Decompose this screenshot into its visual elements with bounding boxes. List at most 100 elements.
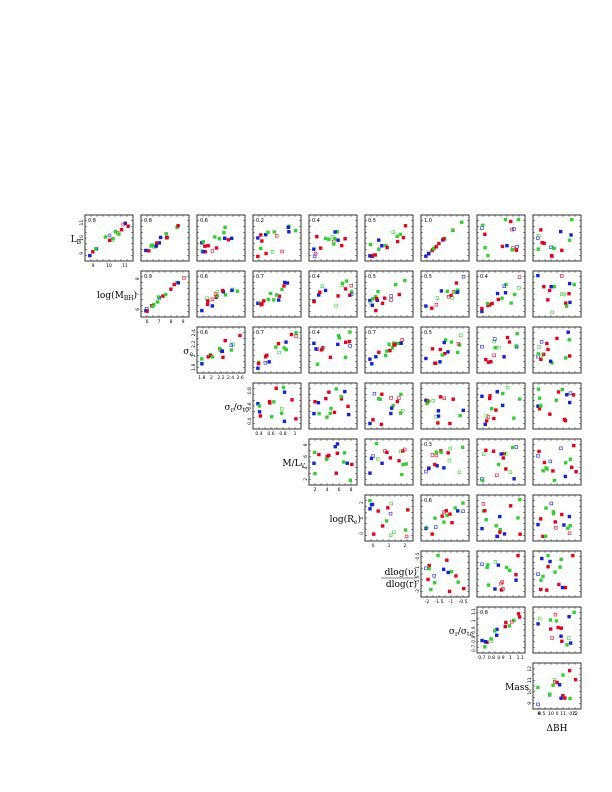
data-point: [554, 526, 558, 530]
panel-r4-c5: [364, 438, 414, 486]
data-point: [554, 619, 559, 623]
data-point: [282, 419, 287, 424]
data-point: [501, 456, 505, 460]
data-point: [536, 454, 540, 458]
data-point: [325, 454, 329, 459]
data-point: [235, 289, 240, 293]
data-point: [147, 249, 151, 253]
data-point: [333, 445, 337, 449]
data-point: [425, 398, 430, 403]
data-point: [481, 478, 485, 483]
data-point: [438, 360, 442, 364]
x-tick-label: 9: [92, 263, 95, 269]
data-point: [434, 245, 438, 249]
data-point: [481, 223, 485, 228]
y-tick-label: 2.4: [191, 329, 197, 336]
data-point: [313, 471, 317, 476]
label-denominator: dlog(r): [386, 579, 417, 590]
x-tick-label: 2.6: [237, 375, 244, 381]
panel-frame: [532, 662, 582, 710]
data-point: [567, 238, 572, 242]
data-point: [442, 466, 446, 470]
data-point: [434, 453, 439, 458]
data-point: [517, 615, 522, 619]
data-point: [560, 585, 565, 590]
data-point: [424, 526, 428, 531]
data-point: [117, 232, 121, 236]
data-point: [480, 344, 484, 349]
data-point: [371, 418, 375, 422]
data-point: [556, 390, 561, 394]
data-point: [553, 520, 557, 524]
data-point: [500, 296, 504, 300]
panel-r2-c6: 0.5: [420, 326, 470, 374]
data-point: [487, 396, 492, 401]
data-point: [513, 292, 517, 297]
data-point: [283, 280, 287, 285]
data-point: [552, 284, 557, 289]
data-point: [222, 231, 226, 235]
data-point: [439, 289, 444, 293]
x-tick-label: 0.8: [279, 431, 286, 437]
panel-r4-c6: 0.3: [420, 438, 470, 486]
data-point: [560, 248, 564, 253]
data-point: [397, 396, 401, 400]
data-point: [213, 235, 217, 239]
panel-frame: [308, 438, 358, 486]
data-point: [156, 295, 161, 299]
data-point: [403, 528, 408, 532]
data-point: [323, 236, 328, 241]
data-point: [567, 292, 571, 296]
panel-r0-c5: 0.5: [364, 214, 414, 262]
data-point: [516, 217, 521, 222]
data-point: [368, 507, 372, 511]
data-point: [274, 386, 278, 390]
data-point: [401, 235, 406, 240]
data-point: [374, 308, 378, 313]
data-point: [176, 281, 181, 285]
data-point: [336, 333, 341, 338]
correlation-coefficient: 0.2: [256, 218, 264, 224]
data-point: [458, 413, 462, 418]
data-point: [514, 578, 518, 582]
data-point: [336, 238, 340, 242]
data-point: [549, 284, 553, 289]
data-point: [238, 333, 242, 338]
data-point: [324, 396, 328, 401]
panel-r0-c2: 0.6: [196, 214, 246, 262]
data-point: [318, 246, 323, 250]
data-point: [320, 284, 324, 288]
data-point: [336, 342, 340, 347]
panel-r7-c7: 0.8: [476, 606, 526, 654]
data-point: [327, 237, 331, 242]
correlation-coefficient: 0.9: [144, 274, 152, 280]
data-point: [368, 357, 372, 361]
data-point: [461, 408, 465, 413]
data-point: [555, 336, 559, 341]
data-point: [493, 337, 497, 341]
data-point: [332, 242, 336, 246]
data-point: [350, 462, 354, 467]
correlation-coefficient: 0.7: [256, 330, 264, 336]
data-point: [566, 330, 570, 334]
data-point: [560, 639, 564, 644]
axis-label-dlognu: dlog(ν)dlog(r): [381, 567, 417, 590]
data-point: [226, 238, 231, 242]
data-point: [548, 359, 553, 363]
data-point: [214, 246, 219, 250]
data-point: [272, 230, 276, 234]
data-point: [264, 251, 268, 256]
data-point: [504, 620, 508, 625]
data-point: [546, 565, 550, 569]
data-point: [505, 335, 510, 340]
data-point: [557, 582, 561, 587]
data-point: [205, 302, 210, 307]
data-point: [347, 339, 352, 344]
data-point: [480, 306, 484, 311]
data-point: [169, 287, 173, 291]
data-point: [539, 228, 543, 232]
data-point: [542, 284, 546, 289]
data-point: [508, 568, 512, 573]
data-point: [268, 401, 272, 405]
data-point: [569, 233, 573, 237]
